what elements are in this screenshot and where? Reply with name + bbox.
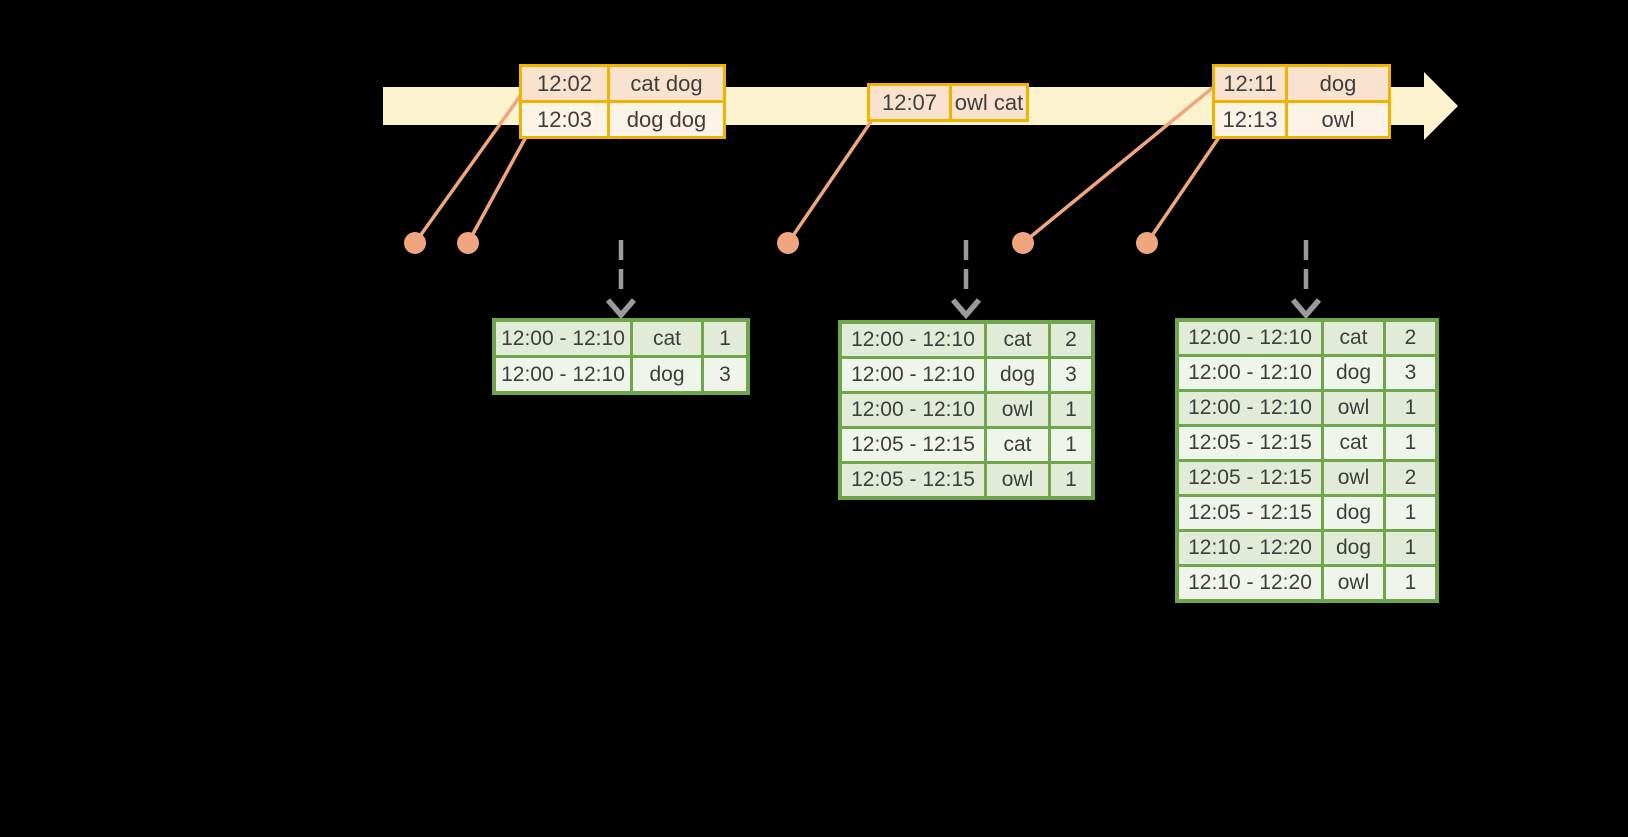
result-window-cell: 12:05 - 12:15 [1179,427,1321,459]
event-table-3: 12:11 dog 12:13 owl [1212,64,1391,139]
result-window-cell: 12:05 - 12:15 [1179,462,1321,494]
event-time-cell: 12:13 [1215,103,1285,136]
trigger-arrowhead-icon [605,298,637,320]
result-word-cell: cat [633,322,701,355]
event-table-1: 12:02 cat dog 12:03 dog dog [519,64,726,139]
result-count-cell: 3 [704,358,746,391]
result-window-cell: 12:00 - 12:10 [842,394,984,426]
event-dot-icon [777,232,799,254]
result-count-cell: 1 [1386,392,1435,424]
result-window-cell: 12:10 - 12:20 [1179,532,1321,564]
timeline-arrowhead-icon [1424,72,1458,140]
result-word-cell: dog [633,358,701,391]
result-count-cell: 1 [1051,464,1091,496]
result-window-cell: 12:00 - 12:10 [1179,357,1321,389]
event-connector-line [1021,83,1218,245]
event-time-cell: 12:07 [870,86,949,119]
result-count-cell: 1 [1386,427,1435,459]
result-count-cell: 1 [704,322,746,355]
result-window-cell: 12:00 - 12:10 [842,359,984,391]
result-table-3: 12:00 - 12:10 cat 2 12:00 - 12:10 dog 3 … [1175,318,1439,603]
result-window-cell: 12:00 - 12:10 [842,324,984,356]
event-words-cell: cat dog [610,67,723,100]
result-count-cell: 1 [1051,429,1091,461]
result-count-cell: 2 [1386,462,1435,494]
event-time-cell: 12:02 [522,67,607,100]
result-window-cell: 12:10 - 12:20 [1179,567,1321,599]
event-words-cell: dog dog [610,103,723,136]
result-count-cell: 3 [1051,359,1091,391]
trigger-arrow-icon [605,240,637,320]
result-table-1: 12:00 - 12:10 cat 1 12:00 - 12:10 dog 3 [492,318,750,395]
event-words-cell: owl cat [952,86,1026,119]
event-connector-line [786,119,874,244]
result-count-cell: 2 [1051,324,1091,356]
result-word-cell: owl [1324,462,1383,494]
result-window-cell: 12:00 - 12:10 [1179,392,1321,424]
trigger-arrowhead-icon [1290,298,1322,320]
event-connector-line [1145,129,1226,244]
result-word-cell: owl [987,464,1048,496]
event-dot-icon [1136,232,1158,254]
result-count-cell: 1 [1386,567,1435,599]
result-word-cell: dog [1324,497,1383,529]
result-word-cell: owl [1324,392,1383,424]
result-word-cell: cat [987,429,1048,461]
event-words-cell: owl [1288,103,1388,136]
result-word-cell: dog [1324,357,1383,389]
result-count-cell: 1 [1386,497,1435,529]
result-word-cell: owl [1324,567,1383,599]
result-window-cell: 12:05 - 12:15 [1179,497,1321,529]
result-word-cell: dog [1324,532,1383,564]
event-dot-icon [404,232,426,254]
result-word-cell: owl [987,394,1048,426]
result-table-2: 12:00 - 12:10 cat 2 12:00 - 12:10 dog 3 … [838,320,1095,500]
trigger-arrow-icon [950,240,982,320]
event-dot-icon [457,232,479,254]
result-count-cell: 1 [1386,532,1435,564]
result-count-cell: 3 [1386,357,1435,389]
event-connector-line [413,90,525,245]
result-window-cell: 12:05 - 12:15 [842,464,984,496]
event-dot-icon [1012,232,1034,254]
result-window-cell: 12:00 - 12:10 [496,358,630,391]
event-words-cell: dog [1288,67,1388,100]
result-count-cell: 1 [1051,394,1091,426]
result-word-cell: cat [1324,427,1383,459]
result-window-cell: 12:00 - 12:10 [1179,322,1321,354]
result-count-cell: 2 [1386,322,1435,354]
result-word-cell: dog [987,359,1048,391]
trigger-arrowhead-icon [950,298,982,320]
result-word-cell: cat [1324,322,1383,354]
event-connector-line [466,134,529,244]
result-word-cell: cat [987,324,1048,356]
result-window-cell: 12:00 - 12:10 [496,322,630,355]
event-table-2: 12:07 owl cat [867,83,1029,122]
event-time-cell: 12:11 [1215,67,1285,100]
trigger-arrow-icon [1290,240,1322,320]
event-time-cell: 12:03 [522,103,607,136]
result-window-cell: 12:05 - 12:15 [842,429,984,461]
